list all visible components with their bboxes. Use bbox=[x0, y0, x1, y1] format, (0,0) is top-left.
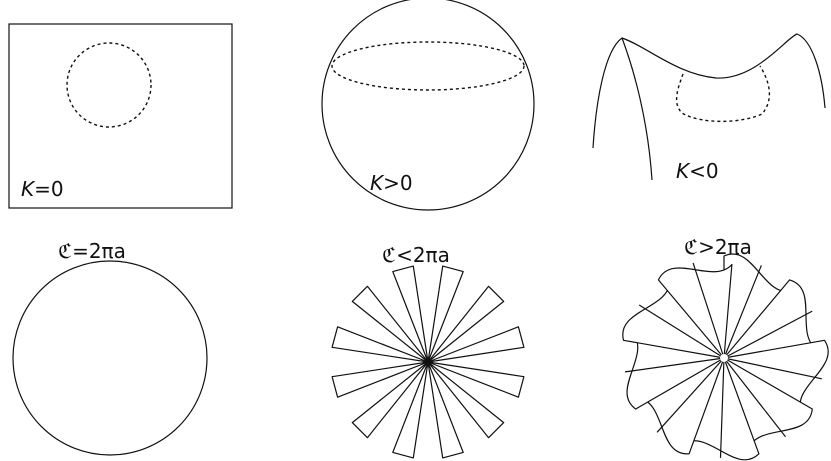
flat-circumference-panel: ℭ=2πa bbox=[13, 239, 207, 455]
deficit-circumference-panel: ℭ<2πa bbox=[332, 243, 524, 458]
excess-circumference-label: ℭ>2πa bbox=[684, 235, 752, 259]
flat-circumference-label: ℭ=2πa bbox=[58, 239, 126, 263]
flat-circle bbox=[13, 261, 207, 455]
wedge-fan bbox=[332, 266, 524, 458]
ruffled-pinwheel bbox=[623, 254, 828, 460]
flat-plane-panel: K=0 bbox=[9, 24, 232, 208]
saddle-curvature-label: K<0 bbox=[676, 159, 719, 183]
saddle-geodesic-circle bbox=[677, 66, 770, 121]
excess-circumference-panel: ℭ>2πa bbox=[623, 235, 828, 460]
sphere-latitude-circle bbox=[332, 42, 524, 90]
ruffle-hub bbox=[720, 354, 728, 362]
sphere-curvature-label: K>0 bbox=[370, 171, 413, 195]
sphere-panel: K>0 bbox=[322, 0, 534, 210]
saddle-surface bbox=[593, 34, 825, 148]
saddle-left-edge bbox=[622, 38, 652, 180]
saddle-panel: K<0 bbox=[593, 34, 825, 183]
deficit-circumference-label: ℭ<2πa bbox=[382, 243, 450, 267]
flat-curvature-label: K=0 bbox=[21, 177, 64, 201]
sphere bbox=[322, 0, 534, 210]
flat-geodesic-circle bbox=[67, 43, 151, 127]
